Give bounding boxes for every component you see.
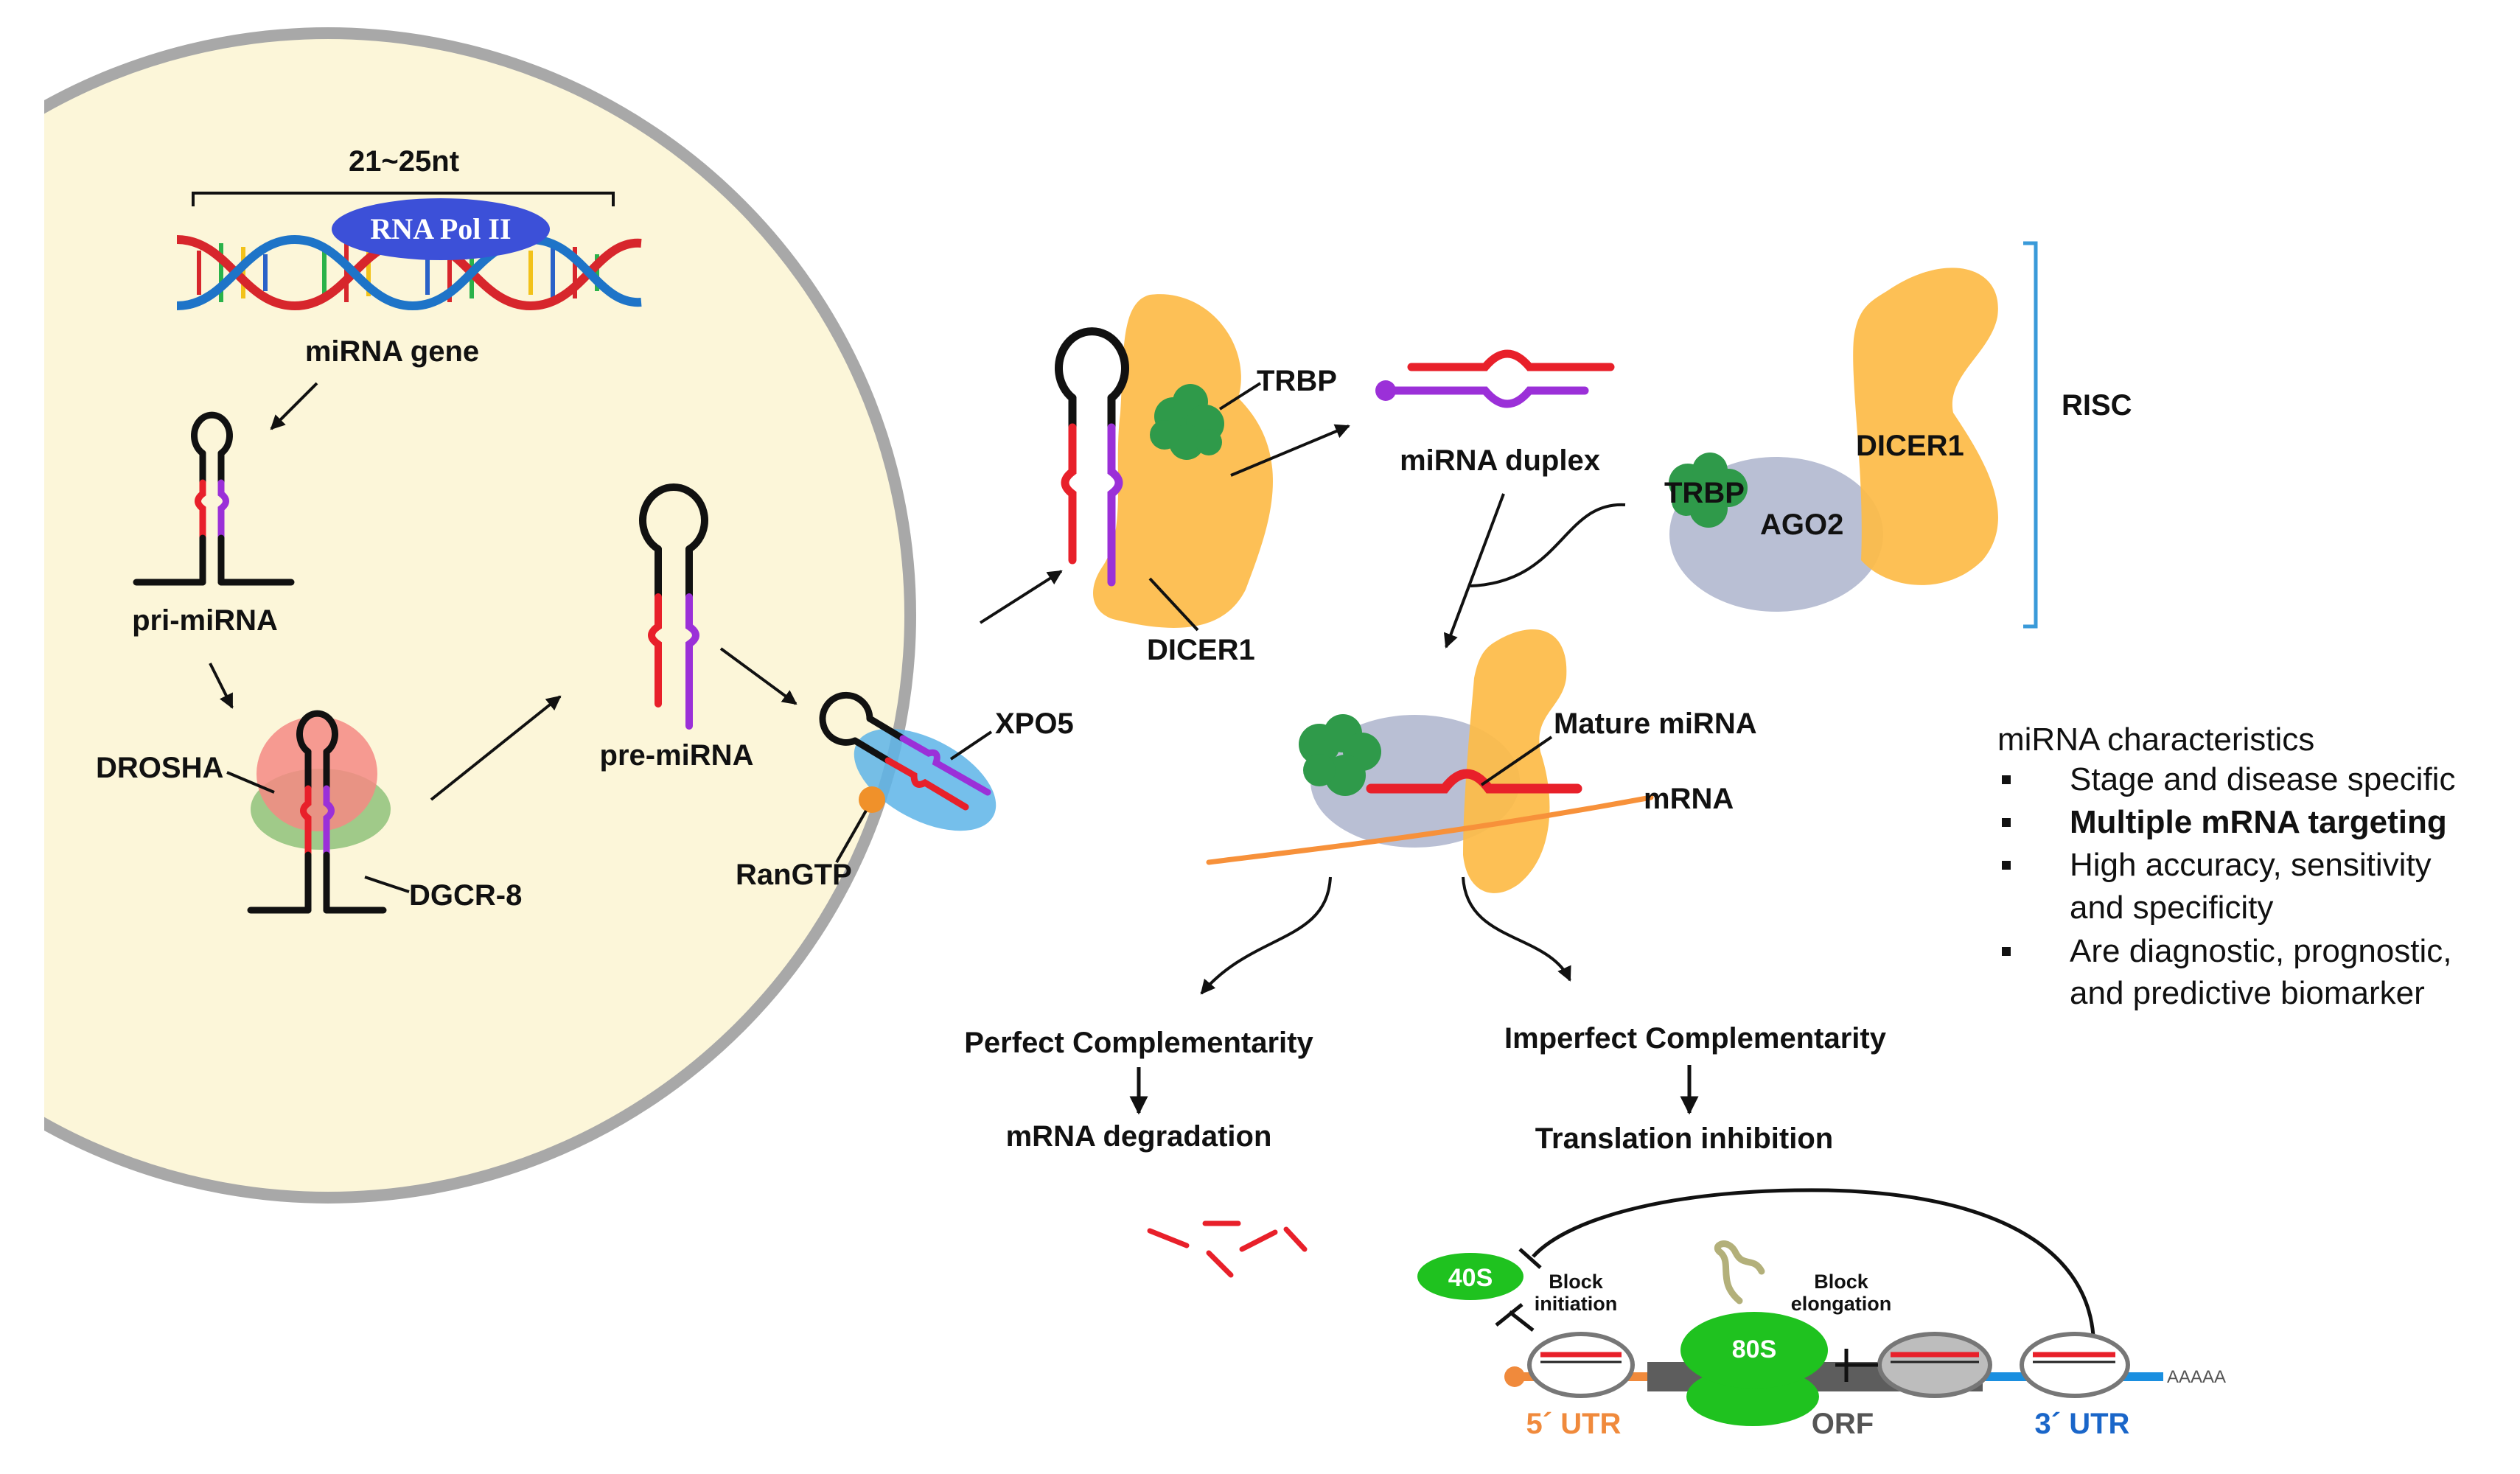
dicer-pointer [1148, 577, 1199, 632]
trbp-pointer [1218, 382, 1262, 411]
rangtp-pointer [835, 810, 868, 863]
block-initiation-line1: Block [1549, 1271, 1604, 1293]
arrow-pre-to-export [719, 647, 797, 705]
dgcr-label: DGCR-8 [409, 879, 522, 912]
trbp-label: TRBP [1257, 365, 1337, 397]
drosha-pointer [226, 771, 275, 794]
dgcr-pointer [364, 876, 410, 893]
dicer-processing [1055, 294, 1273, 628]
risc-bracket [2023, 241, 2038, 629]
risc-ago2-label: AGO2 [1760, 509, 1843, 541]
characteristics-title: miRNA characteristics [1997, 722, 2314, 758]
orf-label: ORF [1812, 1408, 1874, 1440]
arrow-gene-to-pri [270, 382, 318, 430]
translation-schematic [1417, 1188, 2163, 1426]
ribosome-80s-label: 80S [1732, 1335, 1777, 1363]
arrow-to-imperfect [1462, 876, 1571, 982]
rna-pol-label: RNA Pol II [370, 212, 511, 245]
risc-connector [1470, 503, 1626, 587]
characteristic-item-continued: and specificity [2070, 890, 2273, 926]
polya-tail-label: AAAAA [2167, 1367, 2226, 1387]
risc-complex [1669, 268, 1998, 612]
bullet [2002, 775, 2011, 784]
characteristic-item: High accuracy, sensitivity [2070, 847, 2432, 883]
dicer-label: DICER1 [1147, 634, 1255, 666]
xpo5-pointer [949, 730, 993, 761]
block-initiation-line2: initiation [1535, 1293, 1617, 1315]
arrow-duplex-to-target [1443, 493, 1505, 649]
length-bracket [192, 192, 615, 206]
arrow-dicer-to-duplex [1230, 424, 1350, 477]
arrow-drosha-to-pre [430, 695, 562, 801]
characteristic-item: Are diagnostic, prognostic, [2070, 933, 2452, 969]
xpo5-label: XPO5 [995, 708, 1074, 740]
risc-dicer-label: DICER1 [1856, 430, 1964, 462]
translation-inhibition-label: Translation inhibition [1535, 1122, 1833, 1155]
rangtp-label: RanGTP [736, 859, 852, 891]
drosha-label: DROSHA [96, 752, 223, 784]
drosha-complex [247, 710, 391, 914]
characteristic-item: Stage and disease specific [2070, 761, 2455, 797]
block-elongation-line1: Block [1814, 1271, 1869, 1293]
arrow-to-perfect [1200, 876, 1332, 995]
mirna-duplex-label: miRNA duplex [1400, 444, 1600, 477]
bullet [2002, 861, 2011, 870]
mature-pointer [1480, 736, 1553, 786]
mirna-duplex [1375, 349, 1615, 408]
perfect-complementarity-label: Perfect Complementarity [964, 1027, 1313, 1059]
block-elongation-line2: elongation [1791, 1293, 1892, 1315]
nucleus [44, 27, 916, 1204]
mature-mirna-label: Mature miRNA [1554, 708, 1757, 740]
bullet [2002, 818, 2011, 827]
rna-pol-ii [332, 198, 550, 260]
imperfect-complementarity-label: Imperfect Complementarity [1504, 1022, 1887, 1055]
pre-mirna-hairpin [639, 483, 708, 730]
target-complex [1206, 629, 1654, 893]
utr3-label: 3´ UTR [2035, 1408, 2130, 1440]
pre-mirna-label: pre-miRNA [600, 739, 754, 772]
degraded-mrna-fragments [1147, 1220, 1308, 1278]
mirna-gene-label: miRNA gene [305, 335, 479, 368]
length-label: 21~25nt [349, 145, 459, 178]
pri-mirna-label: pri-miRNA [132, 604, 278, 637]
arrow-export-to-dicer [979, 570, 1063, 624]
ribosome-40s-label: 40S [1448, 1264, 1493, 1292]
utr5-label: 5´ UTR [1526, 1408, 1622, 1440]
arrow-pri-to-drosha [209, 663, 234, 709]
characteristic-item-continued: and predictive biomarker [2070, 975, 2425, 1011]
characteristic-item: Multiple mRNA targeting [2070, 804, 2447, 840]
mrna-degradation-label: mRNA degradation [1006, 1120, 1272, 1153]
characteristics-list: miRNA characteristics Stage and disease … [1997, 722, 2455, 1011]
mrna-label: mRNA [1644, 783, 1734, 815]
bullet [2002, 947, 2011, 956]
pri-mirna-hairpin [133, 411, 295, 586]
risc-label: RISC [2062, 389, 2132, 422]
risc-trbp-label: TRBP [1664, 477, 1745, 509]
